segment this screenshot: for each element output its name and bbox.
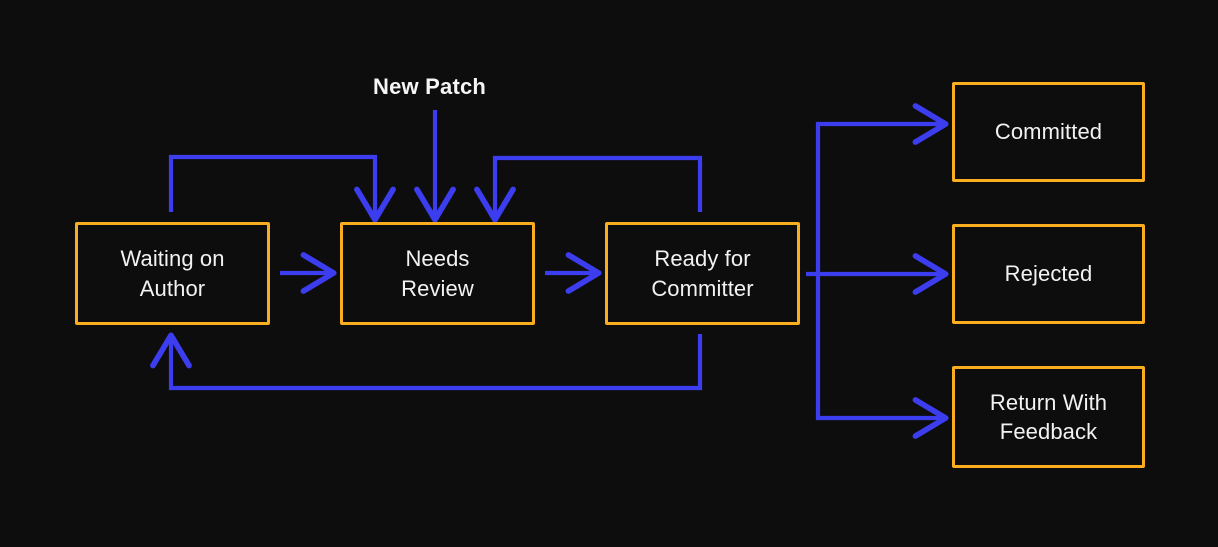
node-label-waiting-on-author: Waiting on Author [120,246,225,301]
node-label-ready-for-committer: Ready for Committer [651,246,754,301]
node-committed[interactable]: Committed [952,82,1145,182]
edge-ready-for-committer-to-committed [815,103,949,274]
node-rejected[interactable]: Rejected [952,224,1145,324]
node-label-needs-review: Needs Review [401,246,474,301]
edge-ready-for-committer-to-waiting-on-author-loop [150,332,703,391]
new-patch-label: New Patch [373,74,487,99]
node-ready-for-committer[interactable]: Ready for Committer [605,222,800,325]
edge-ready-for-committer-to-return-with-feedback [815,274,949,439]
node-label-return-with-feedback: Return With Feedback [989,389,1108,444]
edge-ready-for-committer-to-needs-review-loop [474,155,703,223]
edge-waiting-on-author-to-needs-review-loop [168,154,396,223]
node-label-rejected: Rejected [1004,261,1093,287]
node-needs-review[interactable]: Needs Review [340,222,535,325]
node-waiting-on-author[interactable]: Waiting on Author [75,222,270,325]
node-label-committed: Committed [994,119,1103,145]
node-return-with-feedback[interactable]: Return With Feedback [952,366,1145,468]
